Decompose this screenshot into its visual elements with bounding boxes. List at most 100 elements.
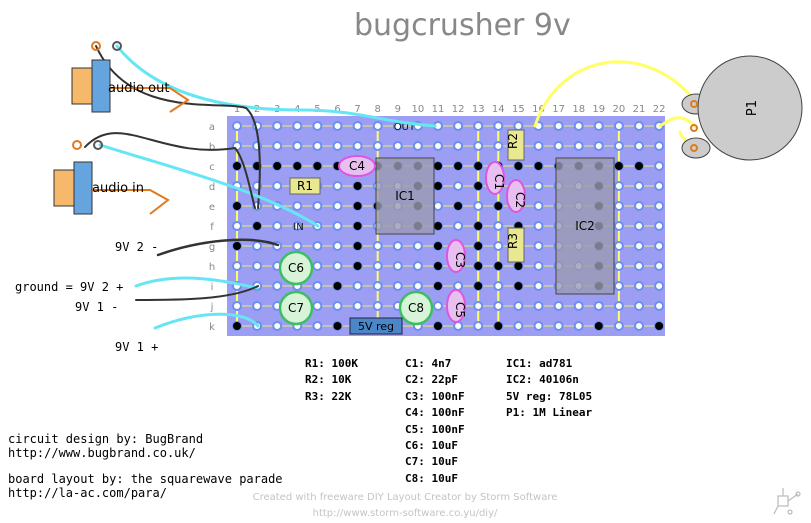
board-hole bbox=[533, 321, 544, 331]
board-hole bbox=[634, 221, 644, 231]
board-hole bbox=[433, 141, 443, 151]
board-hole bbox=[412, 281, 423, 291]
solder-joint bbox=[434, 282, 442, 290]
board-hole bbox=[372, 141, 383, 151]
board-hole bbox=[332, 241, 343, 251]
part-entry: C3: 100nF bbox=[405, 389, 465, 403]
design-credit: circuit design by: BugBrand bbox=[8, 432, 204, 446]
board-hole bbox=[412, 141, 423, 151]
board-hole bbox=[613, 281, 624, 291]
board-hole bbox=[412, 241, 423, 251]
solder-joint bbox=[273, 162, 282, 170]
footer-creator: Created with freeware DIY Layout Creator… bbox=[252, 492, 558, 503]
board-hole bbox=[634, 261, 644, 271]
board-hole bbox=[332, 121, 343, 131]
board-hole bbox=[252, 261, 263, 271]
board-hole bbox=[252, 301, 263, 311]
part-entry: C8: 10uF bbox=[405, 471, 458, 485]
page-title: bugcrusher 9v bbox=[354, 8, 571, 43]
board-hole bbox=[332, 201, 343, 211]
board-hole bbox=[593, 141, 604, 151]
board-hole bbox=[232, 121, 242, 131]
wire-audio-out bbox=[115, 44, 437, 128]
label-9v2-minus: 9V 2 - bbox=[115, 240, 159, 254]
c2-label: C2 bbox=[513, 192, 527, 208]
board-hole bbox=[453, 121, 464, 131]
solder-joint bbox=[474, 242, 483, 250]
board-hole bbox=[272, 121, 283, 131]
board-hole bbox=[372, 261, 383, 271]
c8-label: C8 bbox=[408, 301, 424, 315]
solder-joint bbox=[514, 262, 523, 270]
resistor-list: R1: 100K R2: 10K R3: 22K bbox=[305, 356, 358, 405]
potentiometer-p1: P1 bbox=[681, 55, 803, 161]
wire-in-ground bbox=[84, 132, 256, 209]
solder-joint bbox=[353, 242, 362, 250]
footer-url[interactable]: http://www.storm-software.co.yu/diy/ bbox=[312, 508, 498, 519]
row-label: f bbox=[210, 222, 214, 233]
solder-joint bbox=[313, 162, 322, 170]
c7-label: C7 bbox=[288, 301, 304, 315]
board-hole bbox=[312, 241, 323, 251]
board-hole bbox=[533, 261, 544, 271]
board-hole bbox=[453, 321, 464, 331]
board-hole bbox=[352, 281, 363, 291]
audio-in-label: audio in bbox=[92, 181, 144, 196]
solder-joint bbox=[434, 222, 442, 230]
solder-joint bbox=[474, 262, 483, 270]
part-entry: IC1: ad781 bbox=[506, 357, 573, 370]
column-label: 11 bbox=[432, 104, 445, 115]
cap-c7 bbox=[278, 290, 314, 326]
part-entry: C4: 100nF bbox=[405, 406, 465, 420]
solder-joint bbox=[353, 262, 362, 270]
board-hole bbox=[312, 261, 323, 271]
board-hole bbox=[453, 181, 464, 191]
board-hole bbox=[634, 141, 644, 151]
board-hole bbox=[613, 141, 624, 151]
board-hole bbox=[392, 281, 403, 291]
solder-joint bbox=[514, 282, 523, 290]
row-label: g bbox=[209, 242, 215, 253]
design-url[interactable]: http://www.bugbrand.co.uk/ bbox=[8, 446, 196, 460]
board-hole bbox=[412, 261, 423, 271]
r1-label: R1 bbox=[297, 179, 313, 193]
board-in-label: IN bbox=[293, 222, 303, 233]
board-hole bbox=[372, 301, 383, 311]
solder-joint bbox=[233, 322, 241, 330]
board-hole bbox=[634, 301, 644, 311]
solder-joint bbox=[434, 182, 442, 190]
audio-out-label: audio out bbox=[108, 81, 169, 96]
board-hole bbox=[292, 241, 303, 251]
column-label: 14 bbox=[492, 104, 505, 115]
row-label: h bbox=[209, 262, 215, 273]
part-entry: C2: 22pF bbox=[405, 373, 458, 387]
wire-9v1-plus bbox=[153, 312, 260, 330]
board-hole bbox=[634, 321, 644, 331]
column-label: 12 bbox=[452, 104, 465, 115]
part-entry: R1: 100K bbox=[305, 357, 358, 370]
board-hole bbox=[473, 121, 484, 131]
board-hole bbox=[573, 121, 584, 131]
board-hole bbox=[272, 321, 283, 331]
wire-pot-a bbox=[533, 60, 699, 128]
column-label: 19 bbox=[592, 104, 605, 115]
part-entry: R2: 10K bbox=[305, 373, 352, 387]
board-hole bbox=[473, 141, 484, 151]
c3-label: C3 bbox=[453, 252, 467, 268]
c5-label: C5 bbox=[453, 302, 467, 318]
part-entry: C1: 4n7 bbox=[405, 357, 452, 370]
wire-9v2-plus bbox=[134, 276, 259, 290]
regulator-5v bbox=[349, 317, 403, 335]
r2-label: R2 bbox=[506, 133, 520, 149]
board-hole bbox=[433, 301, 443, 311]
column-label: 7 bbox=[354, 104, 360, 115]
column-label: 17 bbox=[552, 104, 565, 115]
board-hole bbox=[533, 141, 544, 151]
board-hole bbox=[292, 221, 303, 231]
board-hole bbox=[613, 221, 624, 231]
board-hole bbox=[533, 201, 544, 211]
layout-url[interactable]: http://la-ac.com/para/ bbox=[8, 486, 167, 500]
row-label: c bbox=[209, 162, 215, 173]
ic1-label: IC1 bbox=[395, 189, 415, 203]
